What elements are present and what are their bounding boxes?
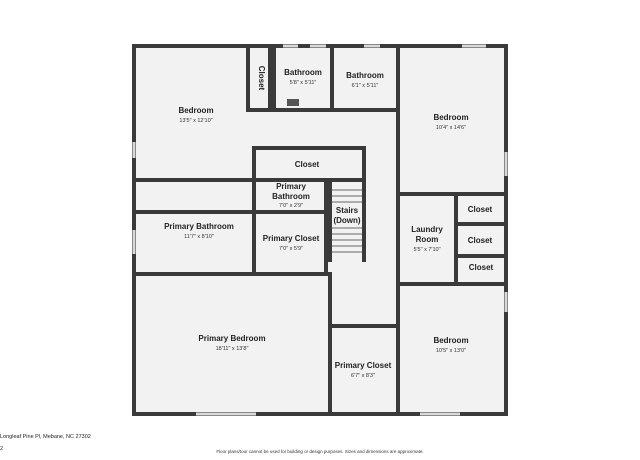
room-label: Bedroom (178, 106, 213, 115)
floor-plan: Bedroom 13'5" x 12'10" Closet Bathroom 5… (132, 44, 508, 416)
room-label: Primary Closet (263, 234, 320, 243)
room-dims: 11'7" x 8'10" (184, 234, 214, 240)
room-label: Room (416, 235, 439, 244)
room-label: Bedroom (433, 336, 468, 345)
room-label: Closet (295, 160, 320, 169)
room-dims: 6'1" x 5'11" (352, 83, 379, 89)
room-label: Primary Bathroom (164, 222, 234, 231)
disclaimer-text: Floor plans/tour cannot be used for buil… (216, 449, 424, 454)
room-label: Laundry (411, 225, 443, 234)
room-dims: 5'5" x 7'10" (413, 247, 440, 253)
room-dims: 7'0" x 2'9" (279, 203, 303, 209)
room-dims: 10'5" x 13'0" (436, 348, 466, 354)
room-label: Closet (468, 205, 493, 214)
room-dims: 18'11" x 13'8" (216, 346, 249, 352)
vent-hatch (287, 99, 299, 106)
interior-walls (132, 44, 508, 416)
room-label: Primary Bedroom (198, 334, 265, 343)
room-label: Closet (469, 263, 494, 272)
room-label: Bedroom (433, 113, 468, 122)
room-dims: 7'0" x 5'9" (279, 246, 303, 252)
room-label: (Down) (333, 216, 360, 225)
windows (132, 44, 508, 416)
room-label: Closet (468, 236, 493, 245)
room-dims: 10'4" x 14'6" (436, 125, 466, 131)
room-label: Bathroom (272, 192, 310, 201)
room-label: Stairs (336, 206, 359, 215)
room-dims: 13'5" x 12'10" (179, 118, 212, 124)
room-label: Primary Closet (335, 361, 392, 370)
room-label: Closet (257, 66, 266, 91)
address-text: Longleaf Pine Pl, Mebane, NC 27302 (0, 434, 91, 440)
page-number: 2 (0, 446, 4, 452)
room-label: Primary (276, 182, 306, 191)
room-label: Bathroom (346, 71, 384, 80)
floor-area (134, 46, 506, 414)
room-label: Bathroom (284, 68, 322, 77)
stair-treads (332, 189, 362, 253)
room-dims: 6'7" x 8'3" (351, 373, 375, 379)
room-dims: 5'8" x 5'11" (290, 80, 317, 86)
